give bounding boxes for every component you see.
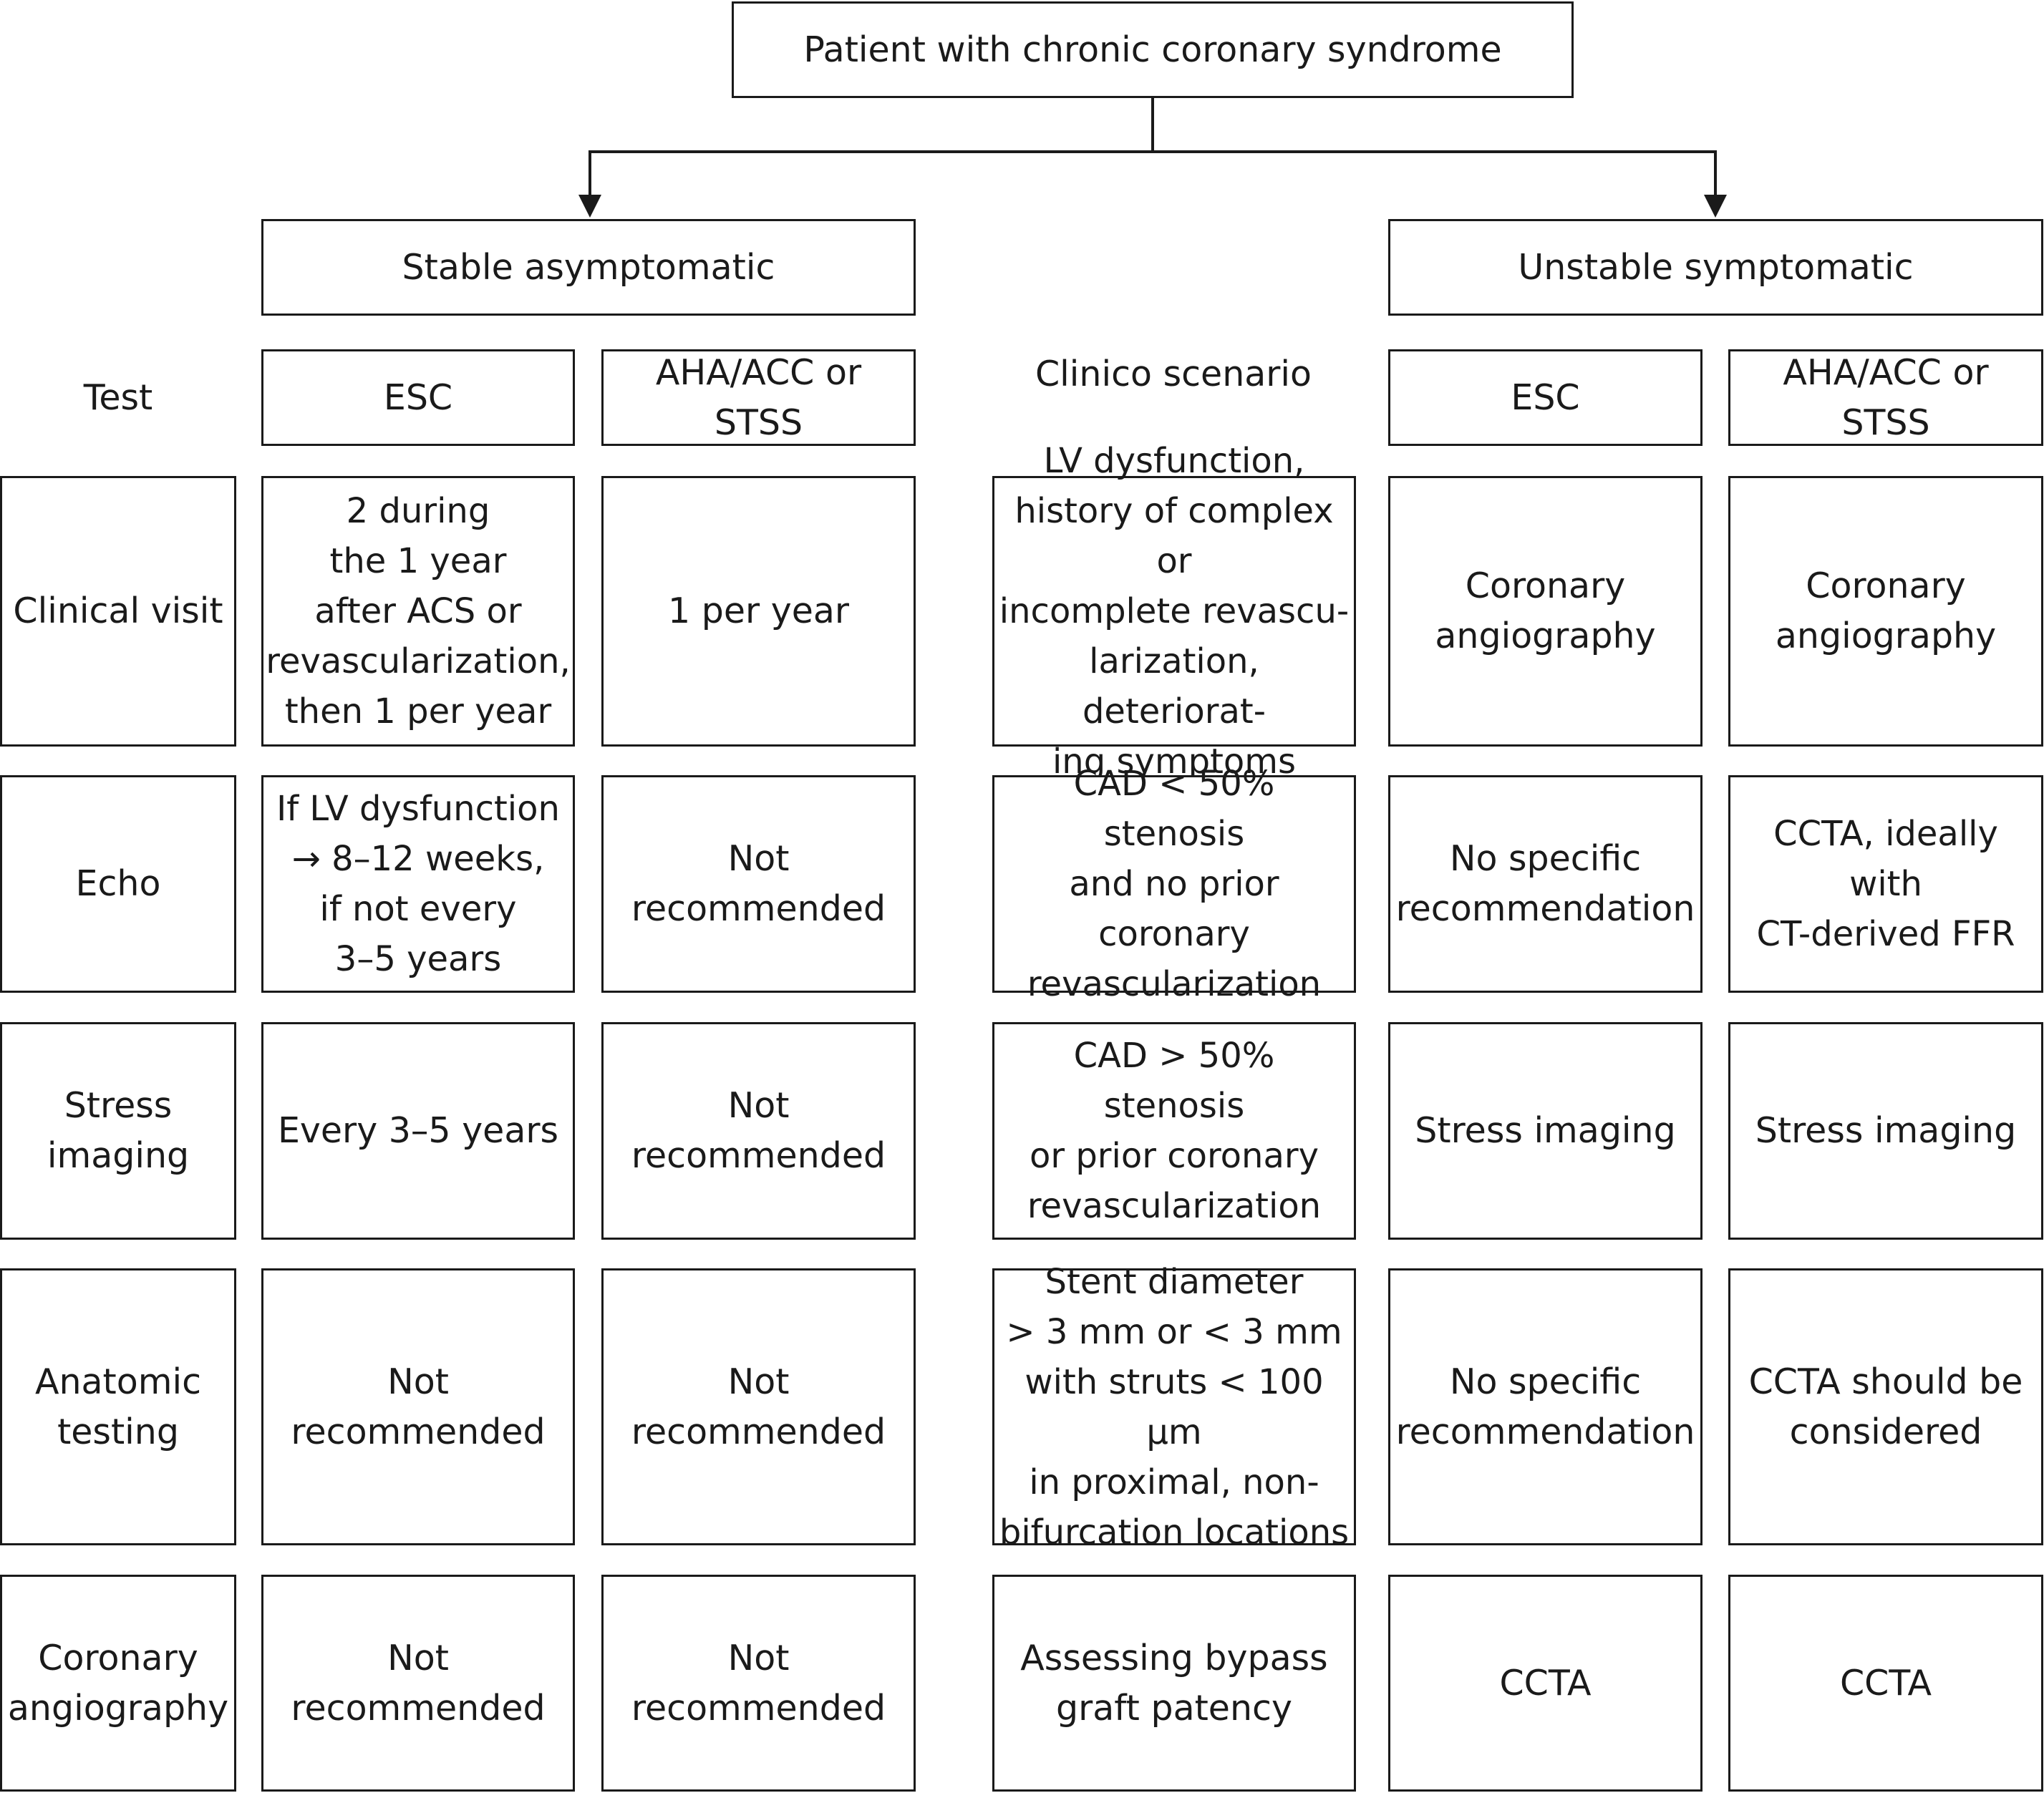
header-unstable-esc: ESC: [1388, 349, 1702, 446]
row-unstable-esc: No specific recommendation: [1388, 1268, 1702, 1545]
row-unstable-esc: Stress imaging: [1388, 1022, 1702, 1240]
row-unstable-esc: Coronary angiography: [1388, 476, 1702, 747]
unstable-branch-label: Unstable symptomatic: [1518, 246, 1914, 288]
row-stable-aha: Not recommended: [601, 1575, 916, 1792]
row-test-stress-imaging: Stress imaging: [0, 1022, 236, 1240]
header-test: Test: [83, 376, 153, 418]
row-scenario: Assessing bypass graft patency: [992, 1575, 1356, 1792]
row-unstable-aha: CCTA should be considered: [1728, 1268, 2043, 1545]
row-stable-aha: Not recommended: [601, 1268, 916, 1545]
row-test-anatomic-testing: Anatomic testing: [0, 1268, 236, 1545]
row-scenario: LV dysfunction, history of complex or in…: [992, 441, 1356, 782]
row-stable-esc: Not recommended: [261, 1575, 575, 1792]
row-unstable-aha: CCTA: [1728, 1575, 2043, 1792]
header-stable-aha: AHA/ACC or STSS: [601, 349, 916, 446]
row-unstable-esc: No specific recommendation: [1388, 775, 1702, 993]
row-stable-aha: Not recommended: [601, 775, 916, 993]
root-node-label: Patient with chronic coronary syndrome: [803, 29, 1502, 70]
row-stable-esc: If LV dysfunction → 8–12 weeks, if not e…: [261, 775, 575, 993]
header-scenario: Clinico scenario: [1035, 353, 1312, 394]
stable-branch-label: Stable asymptomatic: [402, 246, 775, 288]
row-unstable-esc: CCTA: [1388, 1575, 1702, 1792]
row-stable-esc: Not recommended: [261, 1268, 575, 1545]
header-unstable-aha: AHA/ACC or STSS: [1728, 349, 2043, 446]
root-node: Patient with chronic coronary syndrome: [732, 1, 1574, 98]
row-stable-aha: Not recommended: [601, 1022, 916, 1240]
row-test-echo: Echo: [0, 775, 236, 993]
unstable-arrowhead: [1704, 195, 1727, 218]
row-scenario: CAD > 50% stenosis or prior coronary rev…: [992, 1022, 1356, 1240]
row-unstable-aha: Coronary angiography: [1728, 476, 2043, 747]
row-scenario: CAD < 50% stenosis and no prior coronary…: [992, 764, 1356, 1004]
row-test-clinical-visit: Clinical visit: [0, 476, 236, 747]
header-stable-esc: ESC: [261, 349, 575, 446]
row-unstable-aha: CCTA, ideally with CT-derived FFR: [1728, 775, 2043, 993]
row-test-coronary-angiography: Coronary angiography: [0, 1575, 236, 1792]
row-scenario: Stent diameter > 3 mm or < 3 mm with str…: [992, 1262, 1356, 1553]
stable-branch-node: Stable asymptomatic: [261, 219, 916, 316]
row-stable-aha: 1 per year: [601, 476, 916, 747]
row-stable-esc: Every 3–5 years: [261, 1022, 575, 1240]
unstable-branch-node: Unstable symptomatic: [1388, 219, 2043, 316]
row-stable-esc: 2 during the 1 year after ACS or revascu…: [261, 476, 575, 747]
stable-arrowhead: [578, 195, 601, 218]
row-unstable-aha: Stress imaging: [1728, 1022, 2043, 1240]
